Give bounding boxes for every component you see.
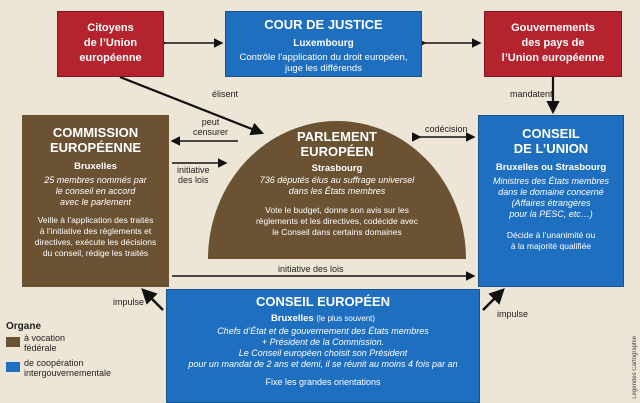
label-initiative: initiative [177,165,210,175]
european-council-title: CONSEIL EUROPÉEN [255,294,391,309]
parliament-title1: PARLEMENT [297,129,377,144]
arrow-impulse-right [482,288,505,311]
court-seat: Luxembourg [293,38,354,49]
citizens-line1: Citoyens [87,22,134,34]
label-impulse-right: impulse [497,309,529,319]
legend-title: Organe [6,321,42,332]
label-censurer: censurer [193,127,229,137]
council-title1: CONSEIL [522,126,580,141]
council-members3: (Affaires étrangères [511,198,591,208]
european-council-desc1: Chefs d’État et de gouvernement des État… [217,326,429,336]
european-council-seat: Bruxelles [270,313,314,324]
citizens-line3: européenne [79,52,142,64]
commission-role1: Veille à l’application des traités [37,215,154,225]
parliament-members1: 736 députés élus au suffrage universel [259,175,415,185]
commission-members1: 25 membres nommés par [44,175,147,185]
commission-members2: le conseil en accord [55,186,136,196]
european-council-desc2: + Président de la Commission. [261,337,385,347]
citizens-box: Citoyens de l’Union européenne [57,11,164,77]
label-codecision: codécision [425,124,468,134]
council-role2: à la majorité qualifiée [510,241,592,251]
council-box: CONSEIL DE L’UNION Bruxelles ou Strasbou… [478,115,624,287]
parliament-seat: Strasbourg [311,163,363,174]
legend-swatch-intergov [6,362,20,372]
governments-box: Gouvernements des pays de l’Union europé… [484,11,622,77]
commission-seat: Bruxelles [74,161,117,172]
parliament-title2: EUROPÉEN [300,144,374,159]
commission-title2: EUROPÉENNE [49,140,142,155]
commission-box: COMMISSION EUROPÉENNE Bruxelles 25 membr… [22,115,169,287]
commission-role2: à l’initiative des règlements et [39,226,152,236]
european-council-role: Fixe les grandes orientations [265,377,381,387]
label-initiative-bottom: initiative des lois [278,264,344,274]
european-council-box: CONSEIL EUROPÉEN Bruxelles (le plus souv… [166,289,480,403]
label-des-lois: des lois [178,175,209,185]
council-members1: Ministres des États membres [492,176,610,186]
arrow-elisent [119,75,265,136]
parliament-content: PARLEMENT EUROPÉEN Strasbourg 736 député… [208,129,466,238]
governments-line3: l’Union européenne [501,52,605,64]
european-council-desc4: pour un mandat de 2 ans et demi, il se r… [188,359,458,369]
council-title2: DE L’UNION [513,141,589,156]
european-council-seat-note: (le plus souvent) [316,314,376,323]
european-council-desc3: Le Conseil européen choisit son Présiden… [238,348,408,358]
label-peut-censurer: peut censurer [193,117,228,137]
council-role1: Décide à l’unanimité ou [506,230,596,240]
court-desc1: Contrôle l’application du droit européen… [239,52,408,63]
commission-role4: du conseil, rédige les traités [42,248,149,258]
legend-swatch-federal [6,337,20,347]
arrow-impulse-left [141,288,164,311]
legend-item-federal: à vocation fédérale [24,333,65,353]
legend-item-intergov: de coopération intergouvernementale [24,358,111,378]
label-peut: peut [201,117,220,127]
label-initiative-lois: initiative des lois [177,165,210,185]
label-impulse-left: impulse [113,297,145,307]
governments-line2: des pays de [521,37,585,49]
council-seat: Bruxelles ou Strasbourg [495,162,607,173]
legend-federal-line2: fédérale [24,343,57,353]
label-elisent: élisent [212,89,239,99]
parliament-role1: Vote le budget, donne son avis sur les [265,205,409,215]
citizens-line2: de l’Union [83,37,138,49]
parliament-members2: dans les États membres [288,186,386,196]
parliament-role2: règlements et les directives, codécide a… [255,216,419,226]
governments-line1: Gouvernements [511,22,595,34]
parliament-role3: le Conseil dans certains domaines [272,227,402,237]
parliament-dome: PARLEMENT EUROPÉEN Strasbourg 736 député… [208,121,466,259]
council-members4: pour la PESC, etc…) [509,209,593,219]
commission-members3: avec le parlement [59,197,132,207]
commission-title1: COMMISSION [52,125,139,140]
court-title: COUR DE JUSTICE [264,17,383,32]
legend-federal-line1: à vocation [24,333,66,343]
council-members2: dans le domaine concerné [498,187,604,197]
court-box: COUR DE JUSTICE Luxembourg Contrôle l’ap… [225,11,422,77]
legend-intergov-line1: de coopération [24,358,84,368]
credit: Légendes Cartographie [632,336,638,399]
label-mandatent: mandatent [510,89,553,99]
commission-role3: directives, exécute les décisions [34,237,157,247]
court-desc2: juge les différends [285,63,362,74]
legend-intergov-line2: intergouvernementale [24,368,112,378]
